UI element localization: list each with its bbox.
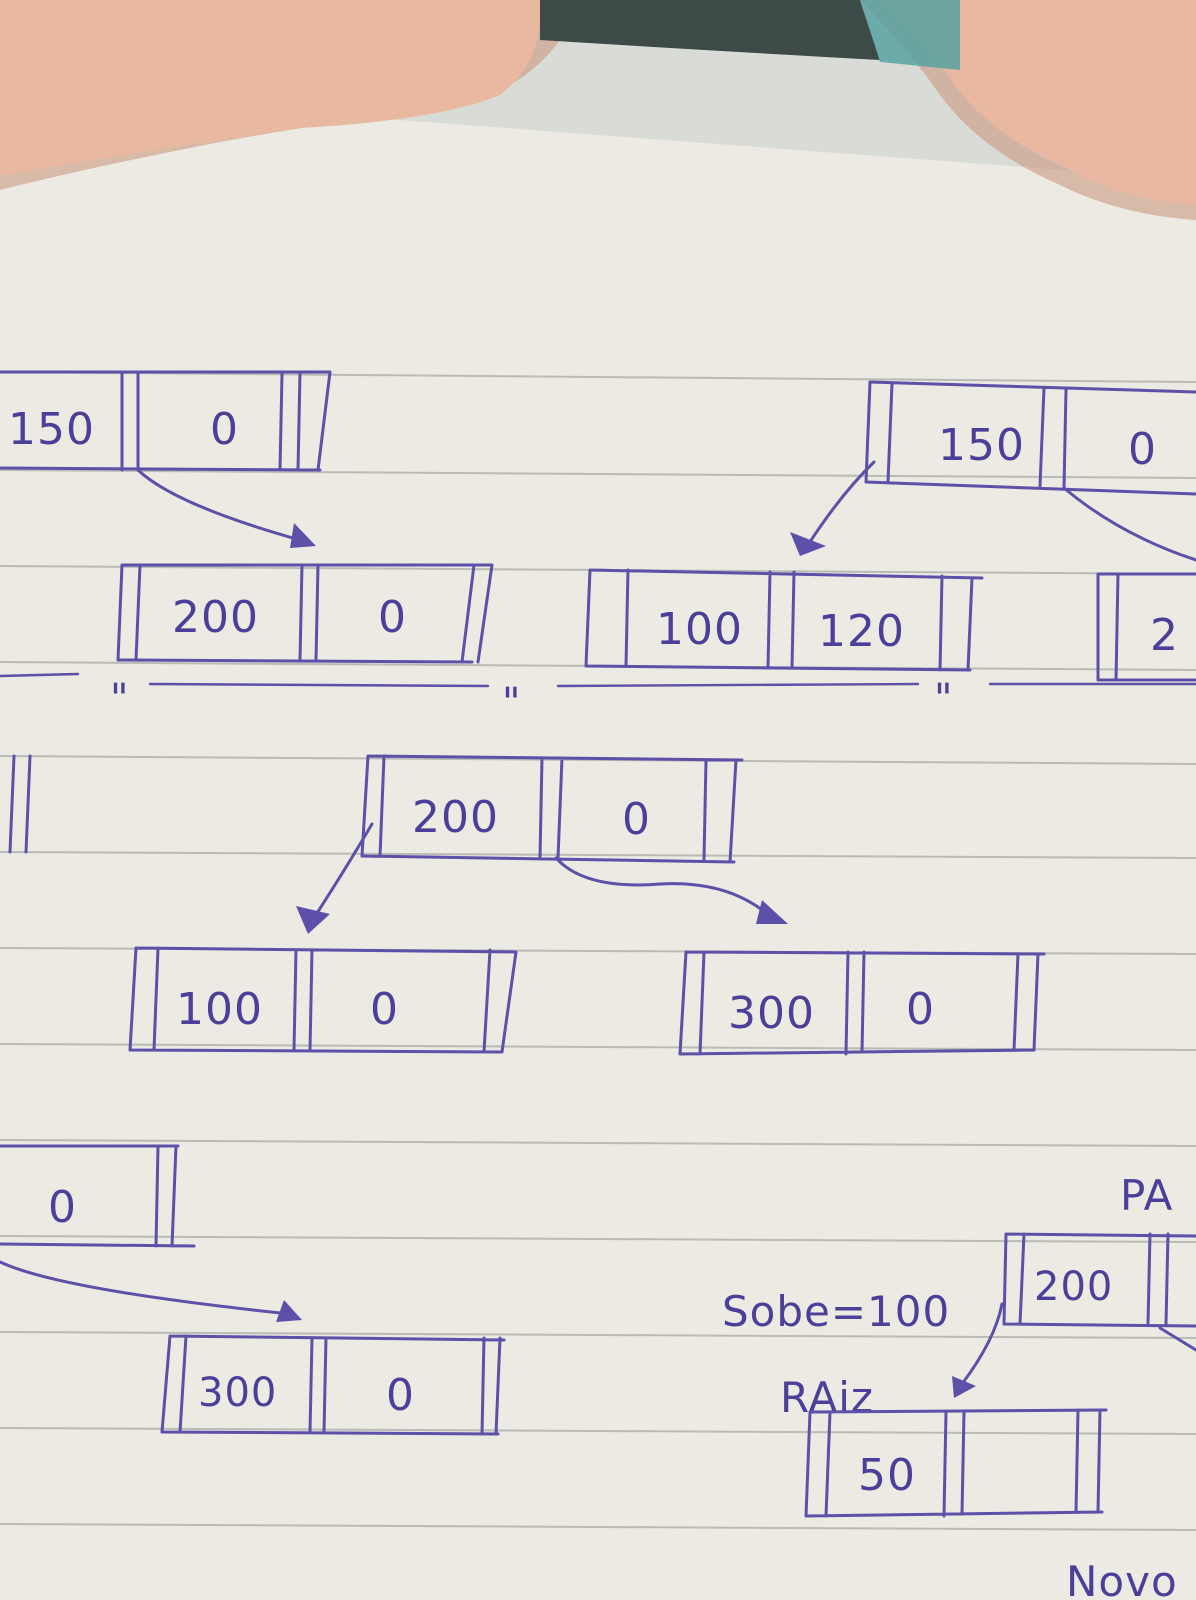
tree-node: 100 0 [128, 946, 518, 1054]
pa-label: PA [1120, 1171, 1173, 1220]
tree-node: 150 0 [864, 380, 1196, 496]
tree-node: 200 [1002, 1232, 1196, 1328]
pointer-arrow [0, 1260, 302, 1322]
raiz-label: RAiz [780, 1373, 874, 1422]
tree-node: 2 [1096, 572, 1196, 682]
tree-node-fragment [8, 754, 32, 854]
node-key: 0 [370, 984, 399, 1035]
tree-node: 200 0 [116, 563, 494, 664]
pointer-arrow [136, 468, 316, 548]
node-key: 200 [1034, 1264, 1113, 1310]
pointer-arrow [790, 460, 1196, 562]
node-key: 0 [386, 1370, 415, 1421]
pointer-arrow [952, 1302, 1004, 1398]
node-key: 120 [818, 606, 905, 657]
node-key: 300 [198, 1370, 277, 1416]
node-key: 0 [622, 794, 651, 845]
node-key: 100 [176, 984, 263, 1035]
ditto-mark: " [502, 680, 521, 726]
hand-fingers [0, 0, 1196, 220]
underline-group: " " " [0, 672, 1196, 726]
tree-node: 150 0 [0, 370, 332, 472]
sobe-label: Sobe=100 [722, 1287, 950, 1336]
tree-node: 300 0 [160, 1334, 506, 1436]
node-key: 0 [210, 404, 239, 455]
node-key: 200 [172, 592, 259, 643]
ruled-lines [0, 371, 1196, 1531]
tree-node: 100 120 [584, 568, 984, 672]
node-key: 0 [48, 1182, 77, 1233]
pointer-arrow [296, 822, 788, 934]
node-key: 100 [656, 604, 743, 655]
node-key: 0 [378, 592, 407, 643]
novo-label: Novo [1066, 1557, 1178, 1600]
pointer-arrow [1158, 1326, 1196, 1352]
ditto-mark: " [110, 676, 129, 722]
node-key: 0 [906, 984, 935, 1035]
tree-node: 0 [0, 1144, 196, 1248]
ditto-mark: " [934, 676, 953, 722]
paper-sheet [0, 90, 1196, 1600]
tree-node: 50 [804, 1408, 1108, 1518]
node-key: 50 [858, 1450, 916, 1501]
tree-node: 300 0 [678, 950, 1046, 1056]
node-key: 300 [728, 988, 815, 1039]
tree-node: 200 0 [360, 754, 744, 864]
node-key: 2 [1150, 610, 1179, 661]
node-key: 150 [8, 404, 95, 455]
node-key: 0 [1128, 424, 1157, 475]
node-key: 200 [412, 792, 499, 843]
node-key: 150 [938, 420, 1025, 471]
